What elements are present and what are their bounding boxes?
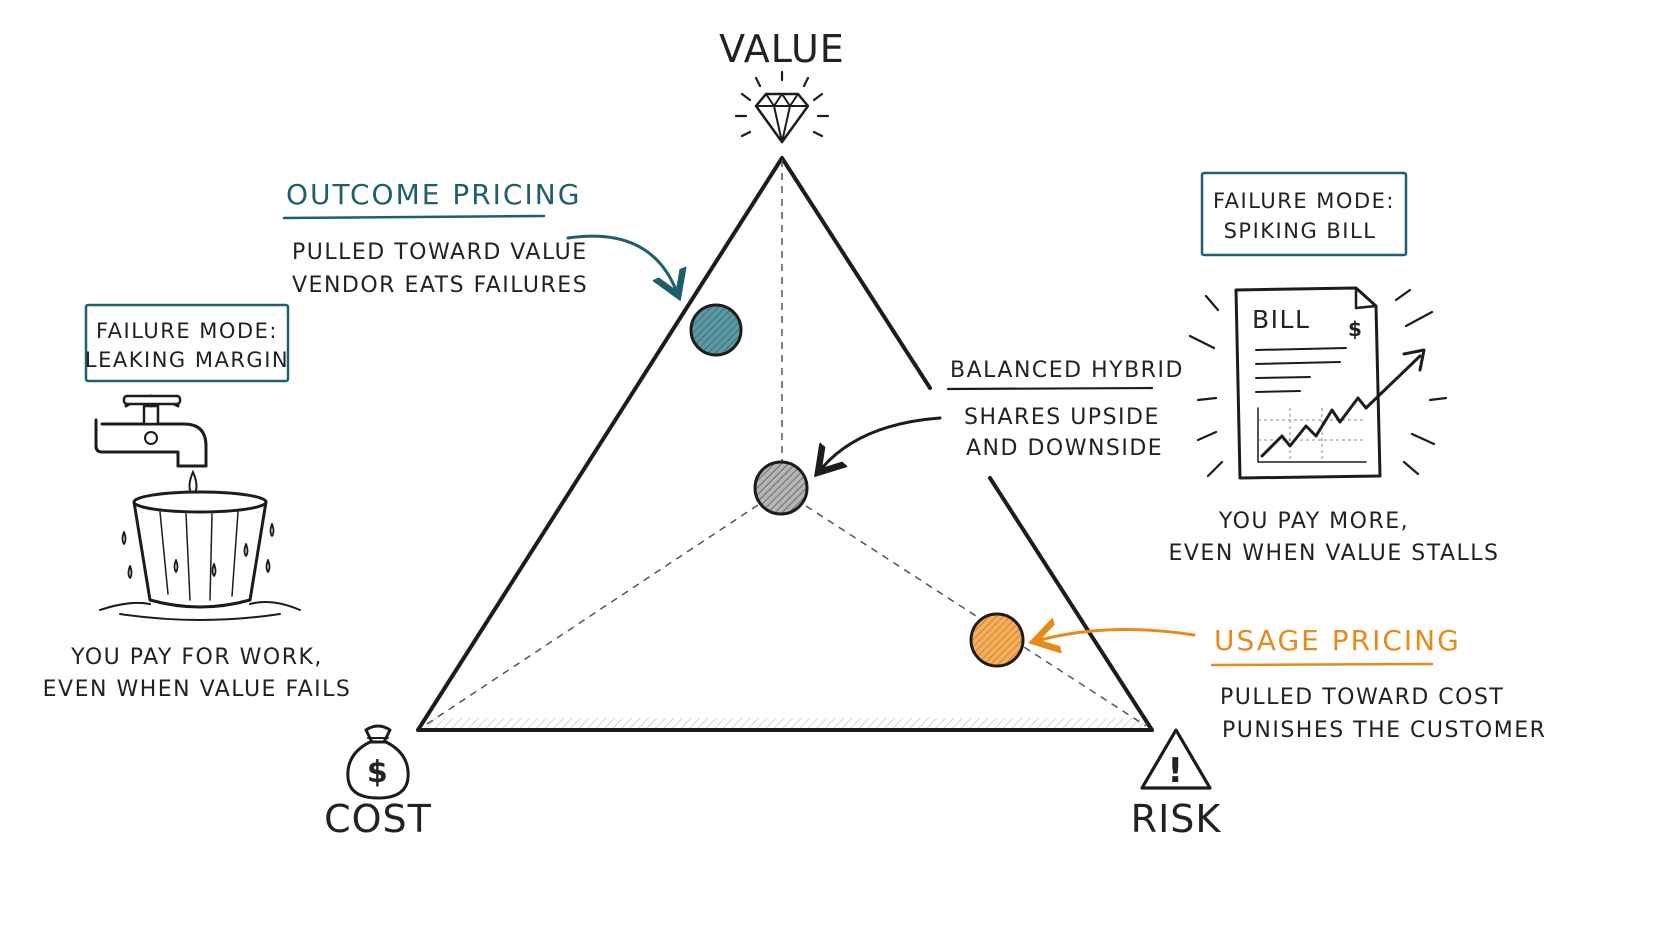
hybrid-line1: SHARES UPSIDE (964, 405, 1160, 430)
left-failure-caption2: EVEN WHEN VALUE FAILS (43, 677, 352, 702)
leaking-margin-box-line2: LEAKING MARGIN (85, 348, 289, 372)
outcome-pricing-arrow (566, 234, 676, 290)
left-failure-caption1: YOU PAY FOR WORK, (70, 645, 323, 670)
triangle-base-shading (418, 718, 1152, 730)
money-bag-icon (346, 724, 410, 800)
hybrid-arrow (822, 416, 942, 468)
usage-pricing-underline (1210, 662, 1434, 667)
diamond-icon (734, 70, 830, 144)
risk-vertex-label: RISK (1131, 797, 1222, 841)
warning-symbol: ! (1167, 751, 1184, 791)
hybrid-line2: AND DOWNSIDE (966, 436, 1163, 461)
hybrid-underline (946, 386, 1154, 391)
triangle-right-edge-upper (780, 156, 932, 390)
warning-icon (1140, 728, 1212, 790)
money-bag-symbol: $ (367, 755, 389, 790)
triangle-left-edge (416, 156, 784, 732)
usage-pricing-marker (969, 612, 1025, 668)
usage-pricing-title: USAGE PRICING (1214, 624, 1461, 657)
usage-pricing-arrow (1040, 630, 1196, 640)
spiking-bill-box (1200, 171, 1408, 257)
triangle (416, 156, 1154, 732)
bill-icon (1188, 286, 1448, 480)
right-failure-caption1: YOU PAY MORE, (1218, 509, 1409, 534)
triangle-right-edge-lower (988, 476, 1154, 732)
hybrid-title: BALANCED HYBRID (950, 358, 1184, 383)
outcome-pricing-marker (689, 303, 743, 357)
hybrid-pricing-marker (753, 460, 809, 516)
faucet-icon (94, 394, 208, 468)
bill-symbol: $ (1348, 317, 1363, 341)
dashed-line-risk (805, 505, 1147, 727)
cost-vertex-label: COST (324, 797, 432, 841)
usage-pricing-line2: PUNISHES THE CUSTOMER (1222, 718, 1546, 743)
outcome-pricing-line2: VENDOR EATS FAILURES (292, 273, 588, 298)
bucket-icon (99, 490, 301, 621)
leaking-margin-box-line1: FAILURE MODE: (96, 319, 278, 343)
outcome-pricing-title: OUTCOME PRICING (286, 178, 581, 211)
outcome-pricing-underline (282, 214, 546, 220)
bill-title: BILL (1252, 305, 1310, 334)
right-failure-caption2: EVEN WHEN VALUE STALLS (1168, 541, 1499, 566)
spiking-bill-box-line1: FAILURE MODE: (1213, 189, 1395, 213)
dashed-line-cost (423, 504, 759, 727)
usage-pricing-line1: PULLED TOWARD COST (1220, 685, 1504, 710)
outcome-pricing-line1: PULLED TOWARD VALUE (292, 240, 588, 265)
leaking-margin-box (84, 303, 290, 383)
spiking-bill-box-line2: SPIKING BILL (1224, 219, 1377, 243)
value-vertex-label: VALUE (719, 27, 845, 71)
